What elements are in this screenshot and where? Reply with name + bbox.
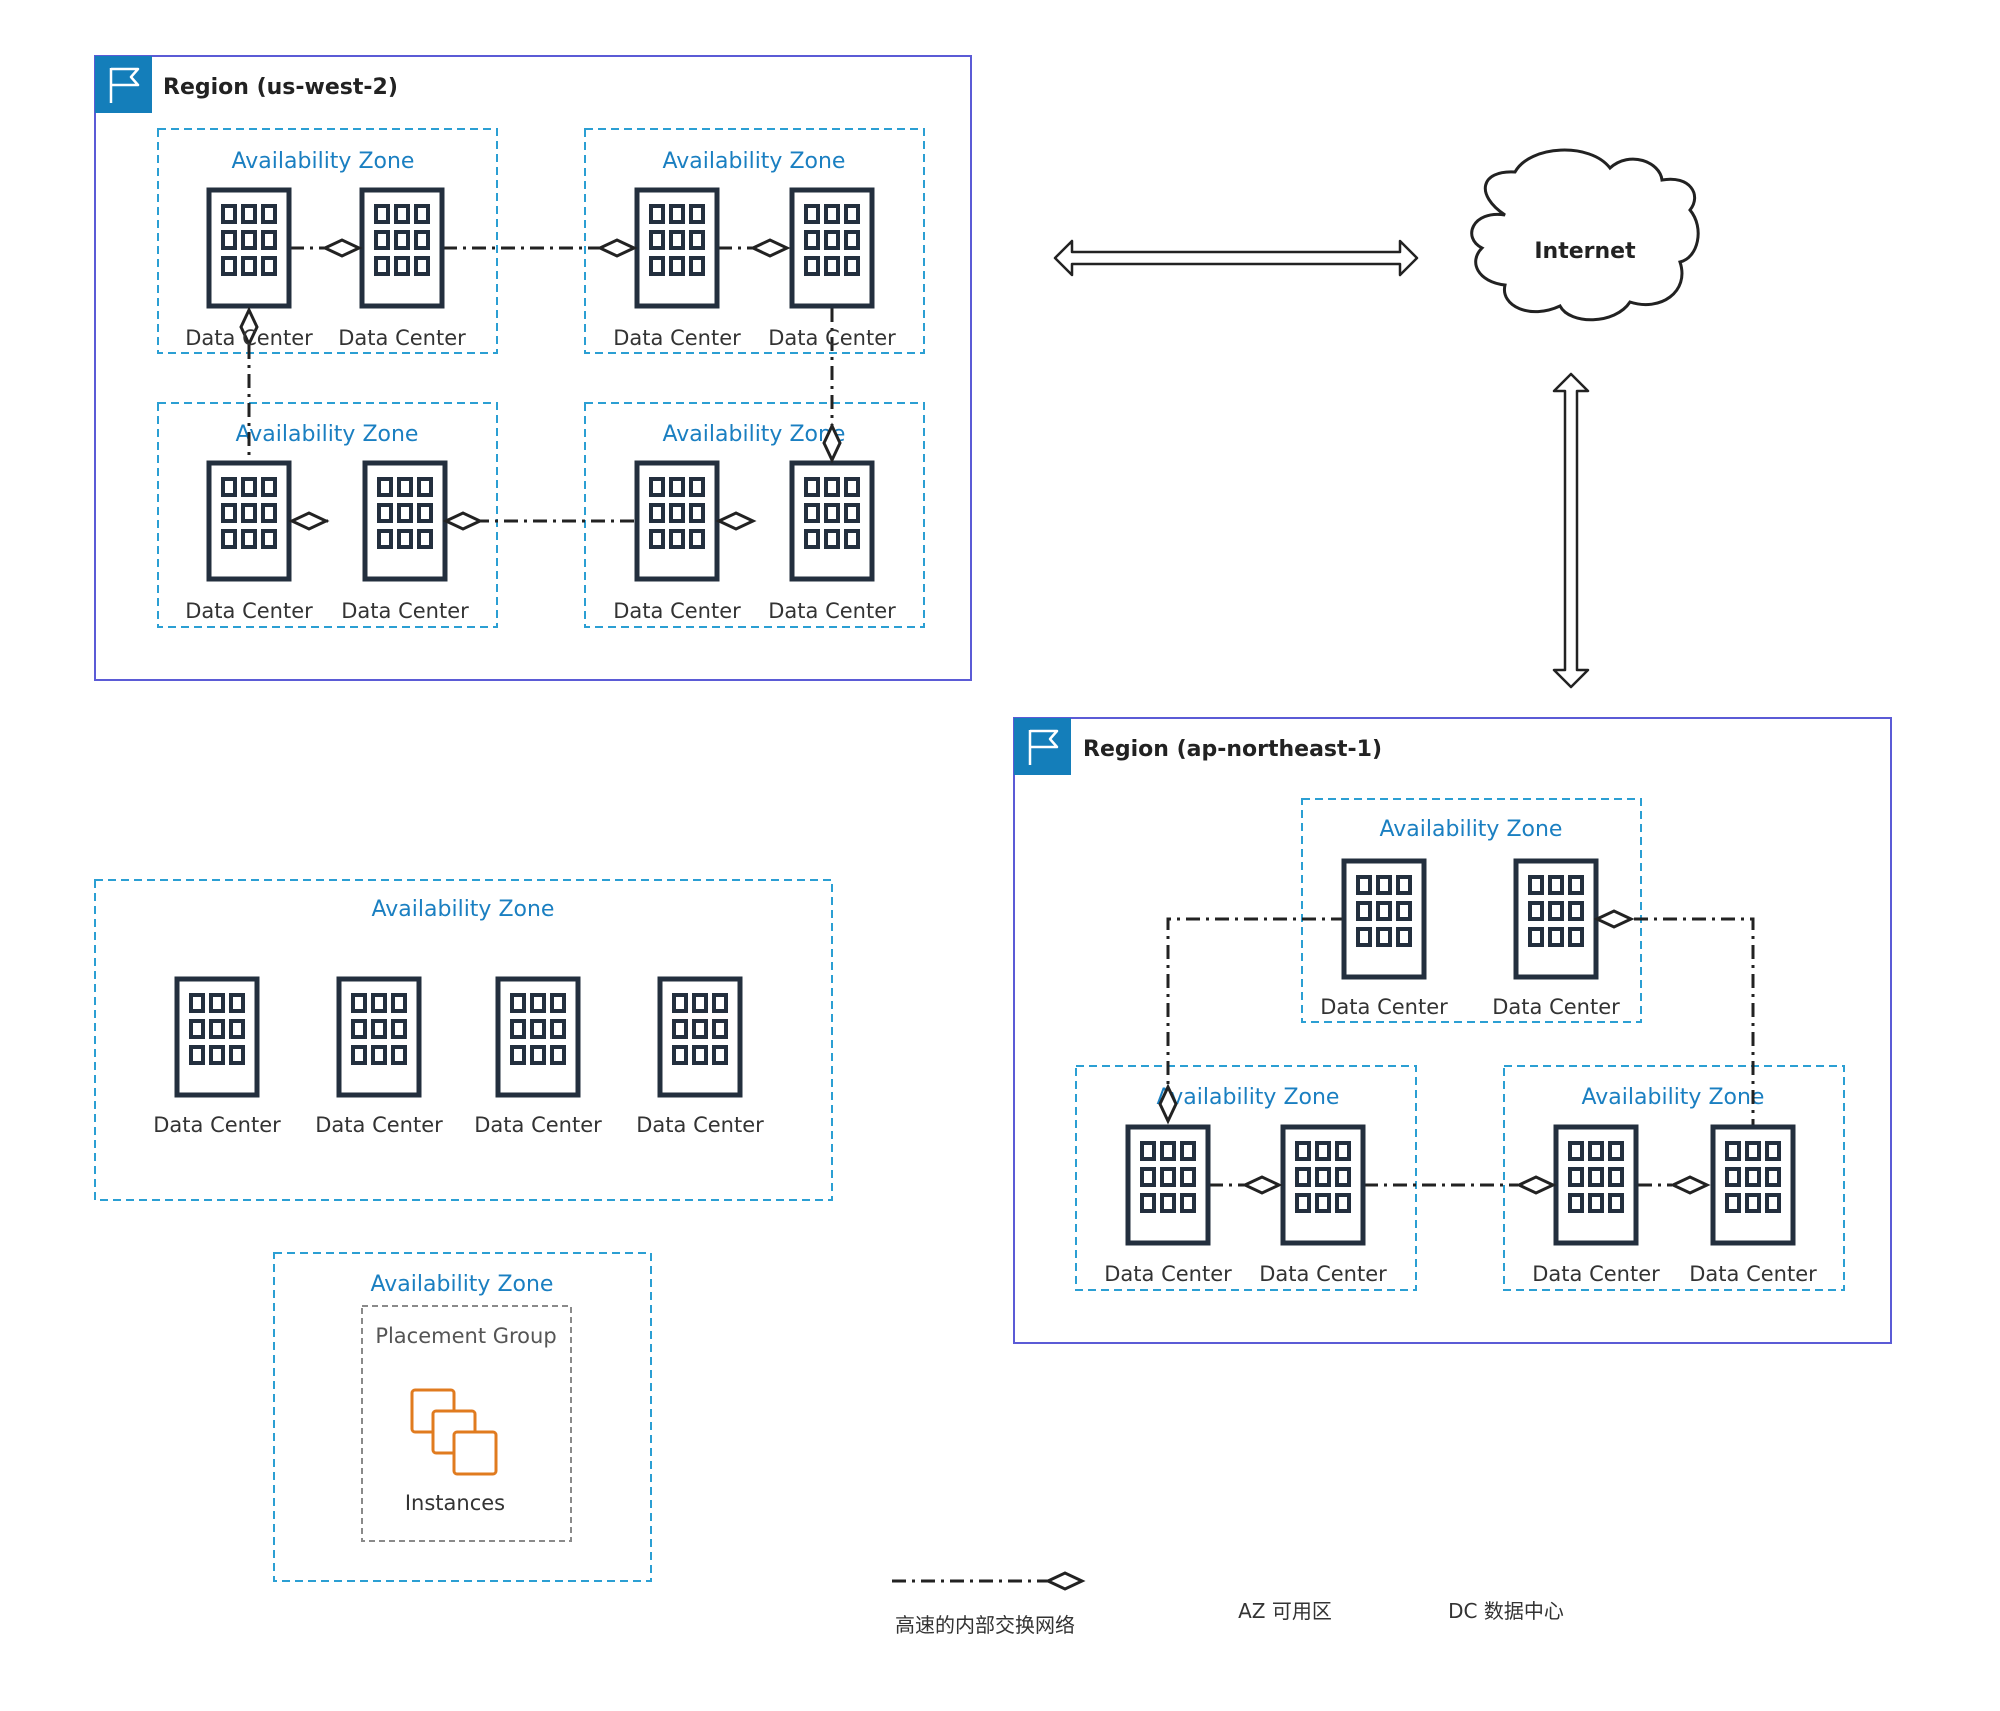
data-center-label: Data Center bbox=[636, 1113, 764, 1137]
data-center-label: Data Center bbox=[1532, 1262, 1660, 1286]
availability-zone-box bbox=[273, 1252, 652, 1582]
instances-icon bbox=[410, 1388, 498, 1476]
data-center-building-icon bbox=[1344, 861, 1424, 977]
legend-az-label: AZ 可用区 bbox=[1238, 1599, 1332, 1623]
data-center-label: Data Center bbox=[474, 1113, 602, 1137]
internet-cloud: Internet bbox=[1470, 148, 1700, 322]
link-diamond bbox=[444, 511, 482, 531]
data-center-label: Data Center bbox=[613, 599, 741, 623]
network-link bbox=[247, 246, 834, 523]
data-center-label: Data Center bbox=[315, 1113, 443, 1137]
data-center-building-icon bbox=[339, 979, 419, 1095]
data-center-label: Data Center bbox=[1320, 995, 1448, 1019]
availability-zone-title: Availability Zone bbox=[1582, 1085, 1765, 1110]
data-center-building-icon bbox=[637, 463, 717, 579]
double-arrow-icon bbox=[1053, 239, 1419, 277]
data-center-building-icon bbox=[362, 190, 442, 306]
region-us-west-2: Region (us-west-2) Availability Zone Ava… bbox=[93, 54, 972, 681]
link-diamond bbox=[1243, 1175, 1281, 1195]
placement-group-example: Availability Zone Placement Group Instan… bbox=[273, 1252, 652, 1582]
data-center-label: Data Center bbox=[153, 1113, 281, 1137]
availability-zone-box bbox=[1301, 798, 1642, 1023]
data-center-label: Data Center bbox=[768, 326, 896, 350]
data-center-label: Data Center bbox=[185, 326, 313, 350]
data-center-label: Data Center bbox=[613, 326, 741, 350]
availability-zone-title: Availability Zone bbox=[236, 422, 419, 447]
availability-zone-title: Availability Zone bbox=[372, 897, 555, 922]
placement-group-label: Placement Group bbox=[375, 1324, 556, 1348]
data-center-building-icon bbox=[365, 463, 445, 579]
data-center-building-icon bbox=[498, 979, 578, 1095]
availability-zone-box bbox=[157, 128, 498, 354]
link-diamond bbox=[598, 238, 636, 258]
region-title: Region (ap-northeast-1) bbox=[1083, 737, 1382, 762]
availability-zone-title: Availability Zone bbox=[232, 149, 415, 174]
data-center-label: Data Center bbox=[338, 326, 466, 350]
network-link bbox=[1166, 917, 1755, 1187]
data-center-building-icon bbox=[660, 979, 740, 1095]
data-center-building-icon bbox=[1516, 861, 1596, 977]
data-center-label: Data Center bbox=[1259, 1262, 1387, 1286]
legend-diamond bbox=[1046, 1571, 1084, 1591]
data-center-building-icon bbox=[637, 190, 717, 306]
availability-zone-title: Availability Zone bbox=[1380, 817, 1563, 842]
availability-zone-title: Availability Zone bbox=[371, 1272, 554, 1297]
availability-zone-box bbox=[584, 402, 925, 628]
region-ap-northeast-1: Region (ap-northeast-1) Availability Zon… bbox=[1012, 716, 1892, 1344]
internet-label: Internet bbox=[1534, 239, 1636, 264]
region-title: Region (us-west-2) bbox=[163, 75, 398, 100]
legend: 高速的内部交换网络 AZ 可用区 DC 数据中心 bbox=[892, 1571, 1564, 1637]
link-diamond bbox=[290, 511, 328, 531]
double-arrow-icon bbox=[1552, 372, 1590, 689]
availability-zone-title: Availability Zone bbox=[1157, 1085, 1340, 1110]
data-center-label: Data Center bbox=[341, 599, 469, 623]
data-center-label: Data Center bbox=[1104, 1262, 1232, 1286]
availability-zone-box bbox=[1503, 1065, 1845, 1291]
data-center-label: Data Center bbox=[1492, 995, 1620, 1019]
flag-icon bbox=[93, 54, 154, 115]
link-diamond bbox=[717, 511, 755, 531]
legend-dc-label: DC 数据中心 bbox=[1448, 1599, 1564, 1623]
cloud-icon bbox=[1470, 148, 1700, 322]
data-center-building-icon bbox=[792, 463, 872, 579]
link-diamond bbox=[1595, 909, 1633, 929]
link-diamond bbox=[1671, 1175, 1709, 1195]
region-border bbox=[1013, 717, 1892, 1344]
legend-network-label: 高速的内部交换网络 bbox=[895, 1613, 1075, 1637]
data-center-label: Data Center bbox=[185, 599, 313, 623]
availability-zone-example: Availability Zone Data Center Data Cente… bbox=[94, 879, 833, 1201]
link-diamond bbox=[323, 238, 361, 258]
data-center-building-icon bbox=[792, 190, 872, 306]
availability-zone-title: Availability Zone bbox=[663, 422, 846, 447]
availability-zone-box bbox=[1075, 1065, 1417, 1291]
region-border bbox=[94, 55, 972, 681]
data-center-building-icon bbox=[209, 190, 289, 306]
data-center-building-icon bbox=[1128, 1127, 1208, 1243]
data-center-building-icon bbox=[209, 463, 289, 579]
instances-label: Instances bbox=[405, 1491, 505, 1515]
data-center-label: Data Center bbox=[768, 599, 896, 623]
data-center-label: Data Center bbox=[1689, 1262, 1817, 1286]
data-center-building-icon bbox=[1556, 1127, 1636, 1243]
data-center-building-icon bbox=[1713, 1127, 1793, 1243]
availability-zone-box bbox=[584, 128, 925, 354]
availability-zone-box bbox=[94, 879, 833, 1201]
flag-icon bbox=[1012, 716, 1073, 777]
link-diamond bbox=[751, 238, 789, 258]
availability-zone-box bbox=[157, 402, 498, 628]
data-center-building-icon bbox=[177, 979, 257, 1095]
link-diamond bbox=[1517, 1175, 1555, 1195]
data-center-building-icon bbox=[1283, 1127, 1363, 1243]
placement-group-box bbox=[361, 1305, 572, 1542]
availability-zone-title: Availability Zone bbox=[663, 149, 846, 174]
